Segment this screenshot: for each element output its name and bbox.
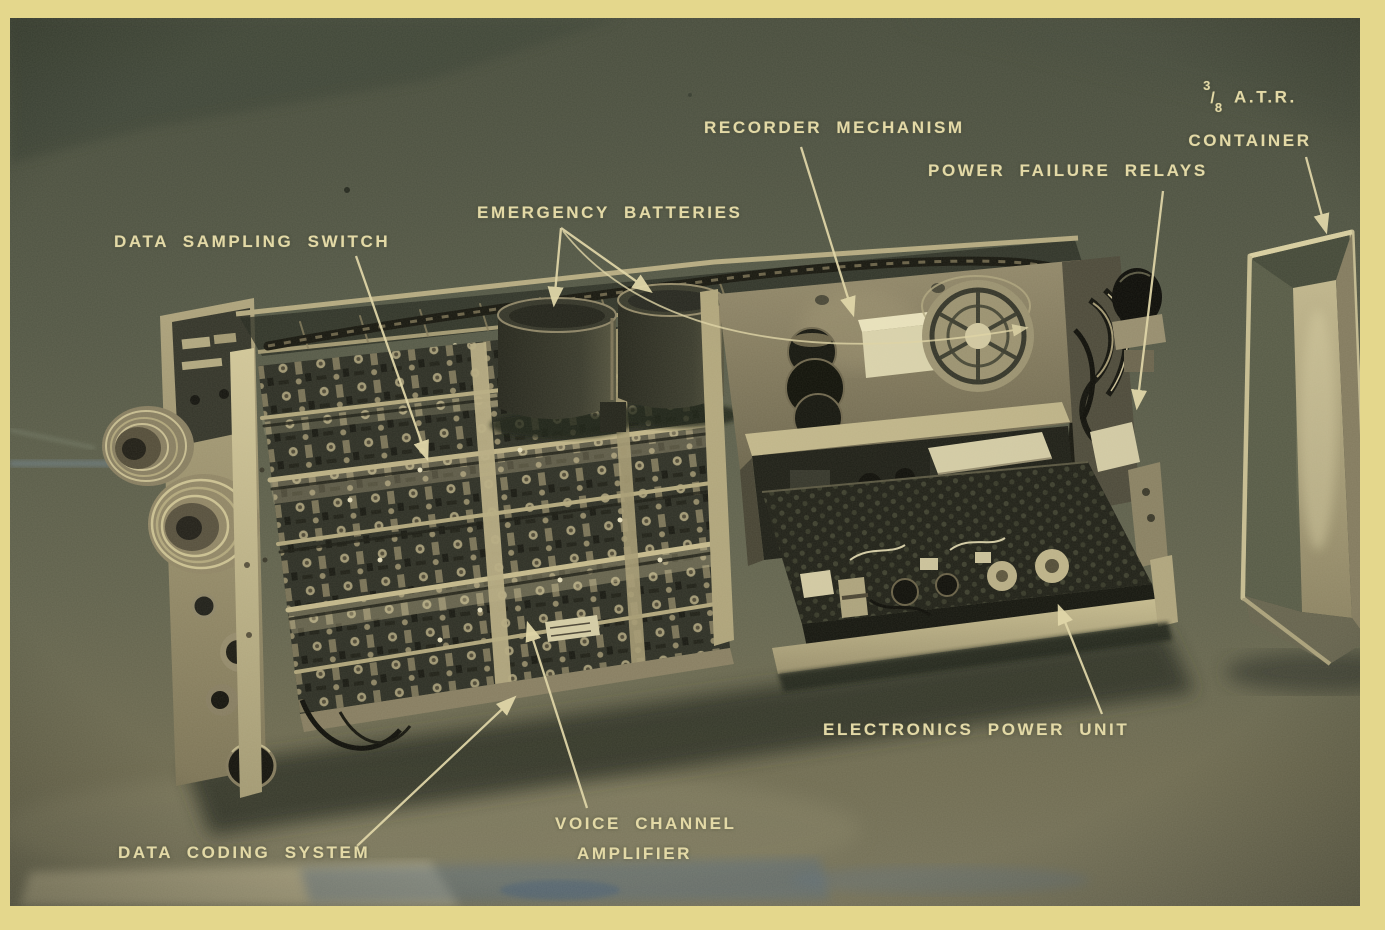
film-grain <box>10 18 1360 906</box>
leader-data-coding-system <box>356 695 517 847</box>
label-emergency-batteries: EMERGENCY BATTERIES <box>477 203 743 222</box>
atr-numerator: 3 <box>1203 78 1211 93</box>
leader-reel-long-curve <box>562 230 1029 345</box>
label-data-coding-system: DATA CODING SYSTEM <box>118 843 371 862</box>
leader-data-sampling-switch <box>354 255 429 462</box>
label-atr-size: 3/8 A.T.R. <box>1185 78 1315 115</box>
atr-denominator: 8 <box>1214 100 1223 116</box>
label-amplifier: AMPLIFIER <box>577 844 693 863</box>
label-power-failure-relays: POWER FAILURE RELAYS <box>928 161 1208 180</box>
label-atr-container: CONTAINER <box>1188 131 1312 150</box>
atr-slash: / <box>1210 89 1215 107</box>
label-electronics-power-unit: ELECTRONICS POWER UNIT <box>823 720 1130 739</box>
atr-fraction: 3/8 <box>1203 78 1222 115</box>
leader-atr-container <box>1304 156 1330 235</box>
leader-recorder-mechanism <box>799 146 856 318</box>
atr-suffix: A.T.R. <box>1234 87 1297 107</box>
label-recorder-mechanism: RECORDER MECHANISM <box>704 118 965 137</box>
label-voice-channel: VOICE CHANNEL <box>555 814 737 833</box>
leader-emergency-batteries-left <box>547 227 564 308</box>
leader-electronics-power-unit <box>1057 603 1104 715</box>
label-data-sampling-switch: DATA SAMPLING SWITCH <box>114 232 391 251</box>
leader-voice-channel-amplifier <box>525 620 589 809</box>
leader-emergency-batteries-right <box>560 227 653 293</box>
leader-power-failure-relays <box>1131 190 1165 411</box>
